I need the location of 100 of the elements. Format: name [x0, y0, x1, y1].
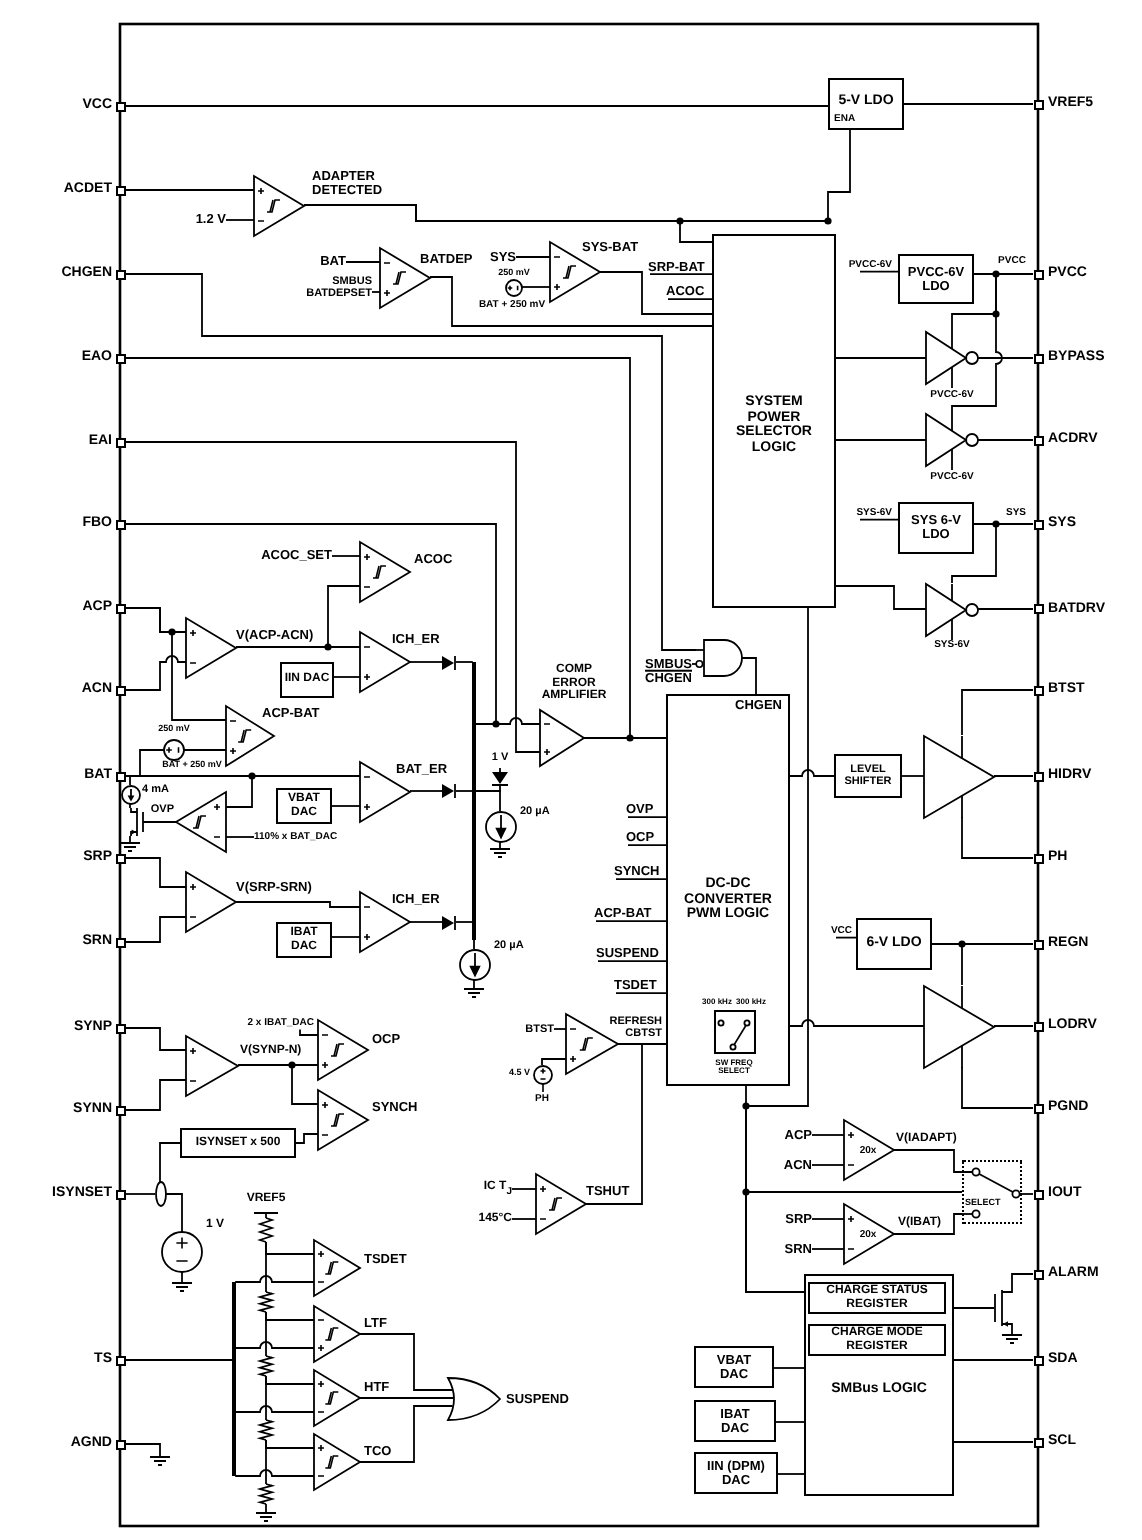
transistor-icon — [129, 808, 143, 836]
connection-line — [455, 790, 474, 792]
connection-line — [359, 1333, 449, 1391]
connection-line — [455, 661, 474, 663]
connection-line — [1011, 1327, 1013, 1335]
connection-line — [124, 357, 631, 739]
voltage-source-icon — [506, 279, 522, 295]
comparator-icon — [318, 1089, 368, 1149]
resistor-icon — [260, 1356, 272, 1376]
connection-line — [649, 273, 713, 276]
bus-line — [232, 1282, 236, 1476]
connection-line — [691, 663, 697, 665]
connection-line — [961, 1066, 1034, 1109]
connection-line — [142, 821, 177, 823]
connection-line — [977, 439, 1034, 441]
comparator-icon — [318, 1020, 368, 1080]
comparator-icon — [314, 1306, 360, 1362]
connection-line — [183, 749, 227, 751]
ground-icon — [490, 848, 510, 858]
and-gate-icon — [696, 640, 742, 676]
voltage-source-icon — [164, 740, 184, 760]
register-block — [808, 1324, 946, 1356]
resistor-icon — [254, 1212, 278, 1242]
level-shifter-block — [834, 754, 902, 798]
connection-line — [299, 1028, 319, 1036]
connection-line — [901, 775, 925, 777]
logic-block — [712, 234, 836, 608]
ground-icon — [150, 1456, 170, 1466]
connection-line — [835, 439, 927, 441]
connection-line — [893, 1213, 963, 1235]
connection-line — [595, 920, 667, 923]
connection-line — [124, 105, 829, 107]
inverter-icon — [926, 414, 978, 470]
connection-line — [124, 655, 187, 691]
connection-line — [225, 219, 255, 221]
diode-icon — [492, 768, 508, 788]
diode-icon — [442, 784, 456, 798]
resistor-icon — [260, 1420, 272, 1440]
dac-block — [276, 922, 332, 958]
ground-icon — [120, 842, 140, 852]
amplifier-icon — [540, 710, 584, 766]
connection-line — [303, 204, 713, 243]
comparator-icon — [314, 1240, 360, 1296]
connection-line — [777, 1473, 805, 1475]
logic-block — [804, 1274, 954, 1496]
comparator-icon — [176, 792, 226, 852]
connection-line — [1011, 1273, 1034, 1289]
voltage-source-icon — [533, 1065, 551, 1091]
current-source-icon — [459, 949, 489, 979]
connection-line — [773, 1367, 805, 1369]
comparator-icon — [536, 1174, 586, 1234]
ground-icon — [256, 1512, 276, 1522]
voltage-source-icon — [162, 1232, 202, 1272]
regulator-block — [828, 78, 904, 130]
connection-line — [474, 717, 541, 725]
connection-line — [295, 1133, 319, 1144]
ground-icon — [1002, 1334, 1022, 1344]
selector-switch-box — [962, 1160, 1022, 1224]
connection-line — [234, 1469, 315, 1477]
dac-block — [276, 788, 332, 824]
current-sense-icon — [155, 1182, 165, 1206]
ground-icon — [172, 1282, 192, 1292]
amplifier-icon — [844, 1120, 894, 1180]
comparator-icon — [314, 1434, 360, 1490]
inverter-icon — [926, 583, 978, 639]
connection-line — [1021, 1193, 1034, 1195]
connection-line — [931, 943, 963, 986]
connection-line — [124, 607, 227, 721]
connection-line — [953, 1441, 1034, 1443]
connection-line — [409, 661, 443, 663]
connection-line — [265, 1503, 267, 1513]
or-gate-icon — [448, 1378, 500, 1420]
scaling-block — [180, 1128, 296, 1158]
connection-line — [345, 261, 381, 263]
comparator-icon — [360, 541, 410, 601]
connection-line — [124, 523, 497, 725]
transistor-icon — [994, 1288, 1012, 1328]
connection-line — [811, 1218, 845, 1220]
connection-line — [455, 921, 474, 923]
bus-line — [472, 662, 476, 940]
connection-line — [597, 960, 667, 963]
connection-line — [371, 291, 381, 293]
connection-line — [599, 271, 713, 315]
connection-line — [951, 273, 1003, 415]
connection-line — [903, 103, 1034, 105]
comparator-icon — [314, 1370, 360, 1426]
connection-line — [993, 1025, 1034, 1027]
connection-line — [521, 286, 551, 288]
connection-line — [237, 1064, 319, 1105]
regulator-block — [898, 502, 974, 554]
amplifier-icon — [186, 1035, 238, 1095]
connection-line — [265, 1439, 315, 1449]
connection-line — [553, 1028, 567, 1030]
connection-line — [124, 857, 187, 888]
connection-line — [775, 1421, 805, 1423]
connection-line — [615, 992, 667, 995]
current-source-icon — [121, 785, 139, 803]
connection-line — [745, 1191, 963, 1293]
connection-line — [124, 273, 697, 651]
connection-line — [953, 1307, 995, 1309]
